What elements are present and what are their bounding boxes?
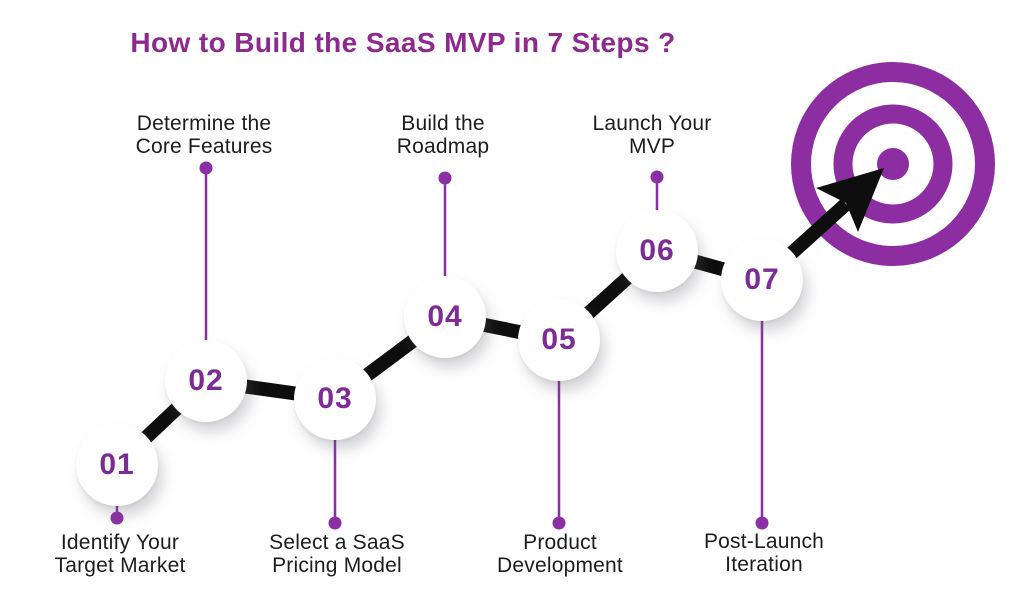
connector-dot-07 bbox=[755, 516, 769, 530]
ascending-arrow-icon bbox=[816, 168, 884, 232]
connector-dot-05 bbox=[552, 516, 566, 530]
step-number-04: 04 bbox=[427, 300, 463, 333]
connector-dot-02 bbox=[199, 161, 213, 175]
connector-dot-01 bbox=[110, 511, 124, 525]
step-number-06: 06 bbox=[639, 234, 675, 267]
step-label-01: Identify Your Target Market bbox=[54, 531, 186, 577]
step-number-05: 05 bbox=[541, 323, 577, 356]
step-circle-07: 07 bbox=[721, 239, 803, 321]
step-label-04: Build the Roadmap bbox=[396, 112, 490, 158]
step-circle-01: 01 bbox=[76, 424, 158, 506]
target-middle-ring bbox=[833, 104, 953, 224]
step-connectors bbox=[110, 161, 769, 530]
step-label-07: Post-Launch Iteration bbox=[703, 530, 825, 576]
step-label-02: Determine the Core Features bbox=[135, 112, 273, 158]
target-center-dot bbox=[877, 148, 909, 180]
step-label-05: Product Development bbox=[497, 531, 623, 577]
connector-dot-04 bbox=[438, 171, 452, 185]
step-label-03: Select a SaaS Pricing Model bbox=[269, 531, 405, 577]
bullseye-target-icon bbox=[791, 62, 995, 266]
target-outer-ring bbox=[791, 62, 995, 266]
step-circle-04: 04 bbox=[404, 276, 486, 358]
step-label-06: Launch Your MVP bbox=[592, 112, 712, 158]
step-number-03: 03 bbox=[317, 382, 353, 415]
step-circle-05: 05 bbox=[518, 299, 600, 381]
step-circle-02: 02 bbox=[165, 340, 247, 422]
step-circle-03: 03 bbox=[294, 358, 376, 440]
connector-dot-06 bbox=[650, 170, 664, 184]
connector-dot-03 bbox=[328, 516, 342, 530]
page-title: How to Build the SaaS MVP in 7 Steps ? bbox=[130, 27, 676, 58]
step-circle-06: 06 bbox=[616, 210, 698, 292]
step-number-07: 07 bbox=[744, 263, 780, 296]
step-number-02: 02 bbox=[188, 364, 224, 397]
step-number-01: 01 bbox=[99, 448, 135, 481]
